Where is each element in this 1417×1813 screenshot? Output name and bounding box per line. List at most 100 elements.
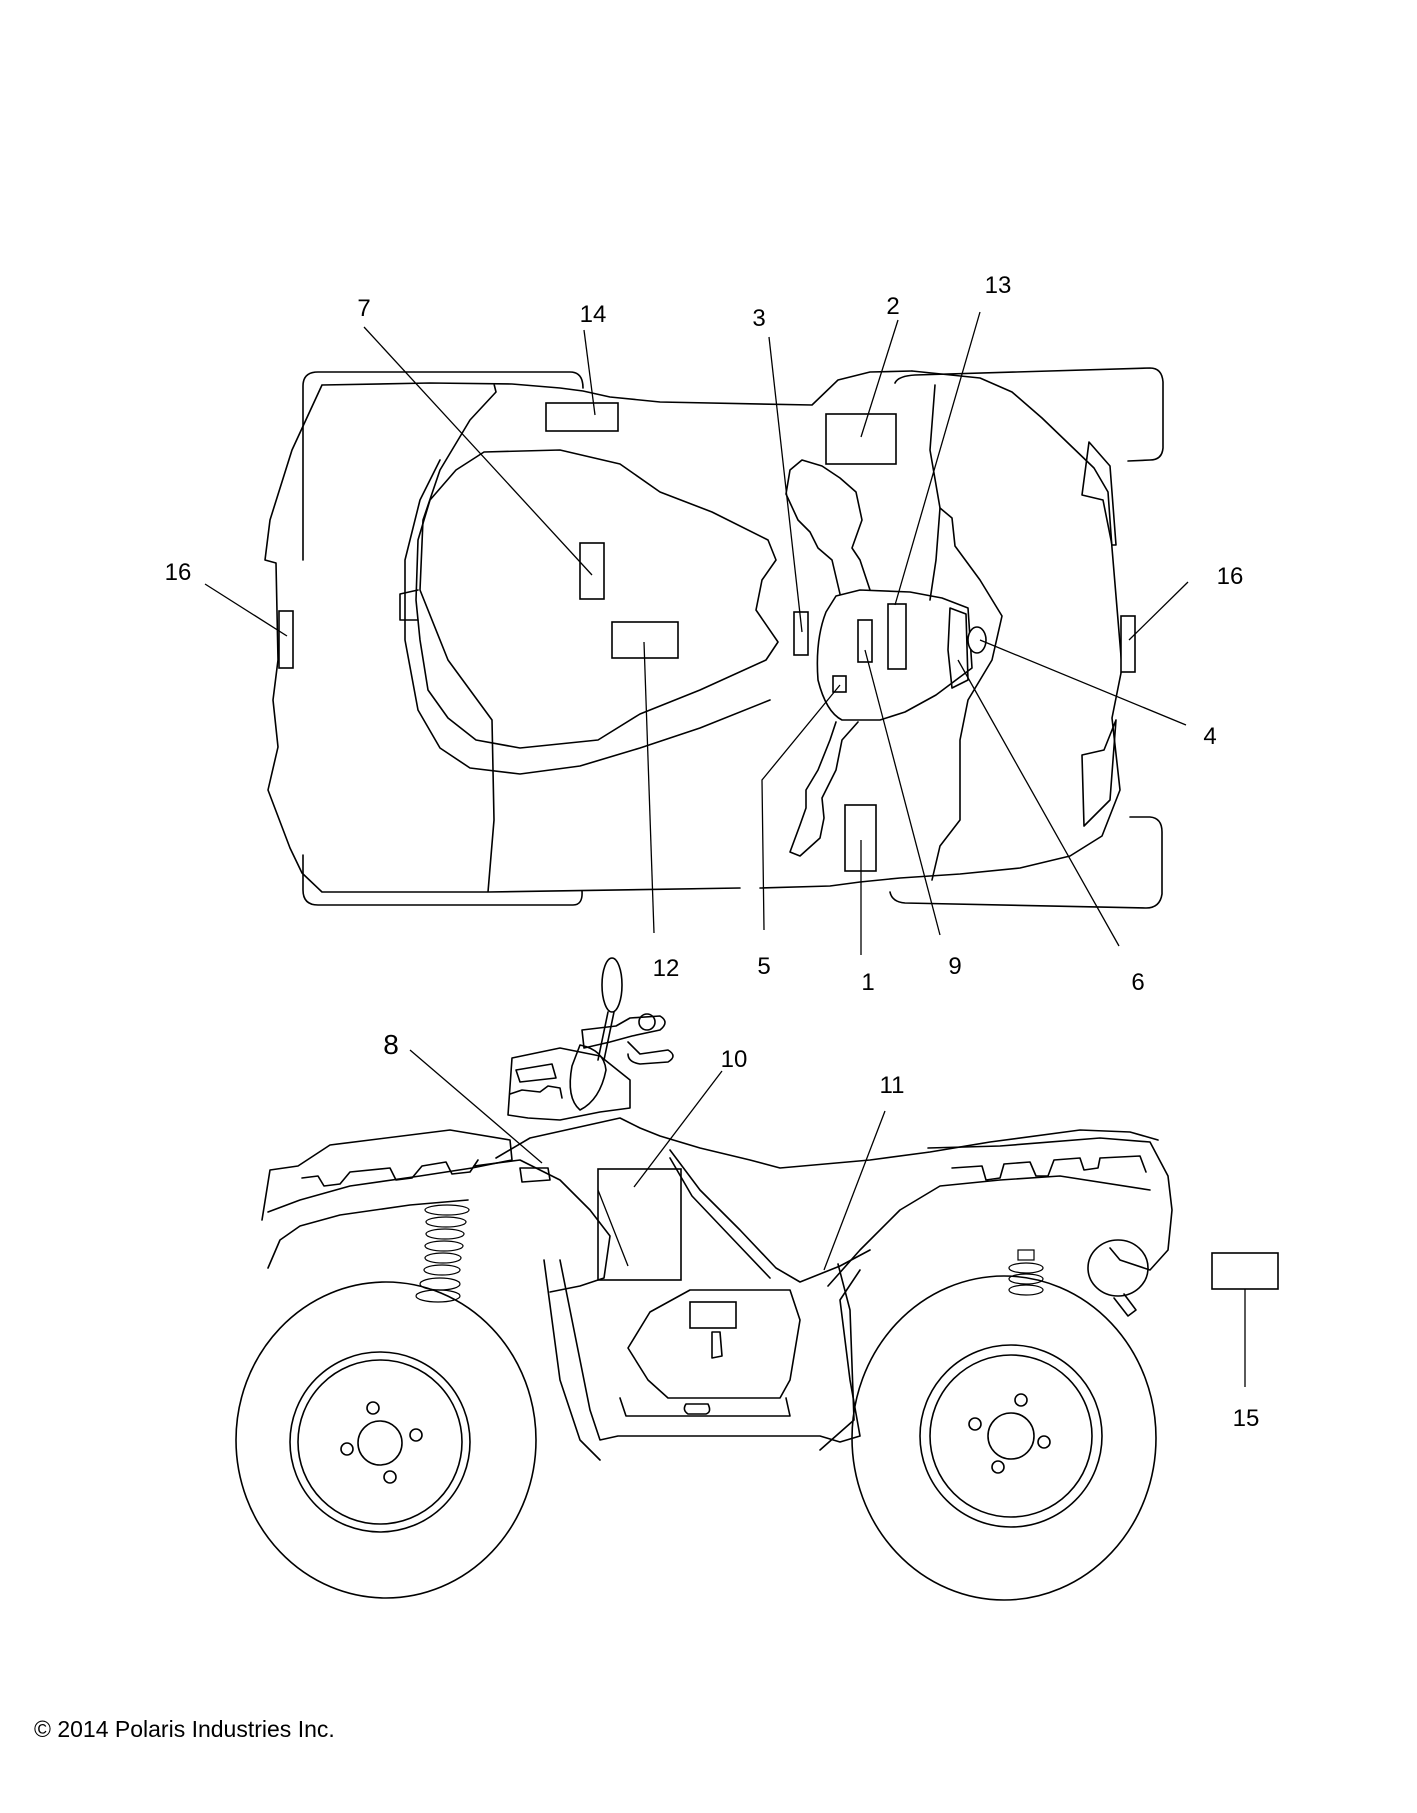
rear-wheel	[851, 1275, 1157, 1601]
side-rail-left	[543, 1259, 601, 1461]
leader-6	[957, 659, 1120, 947]
steering-column-rear	[789, 721, 859, 857]
side-panel-front	[473, 1159, 611, 1293]
callout-13: 13	[985, 272, 1012, 299]
front-rack-outline	[894, 367, 1164, 462]
atv-top-view: 7 14 3 2 13 16 16 4 12 5 1 9 6	[165, 272, 1244, 996]
decal-14-location	[545, 402, 619, 432]
rear-rim-inner	[929, 1354, 1093, 1518]
leader-12	[643, 641, 655, 934]
frame-diagonal-2	[669, 1157, 771, 1279]
callout-9: 9	[948, 953, 961, 980]
decal-4-location	[967, 626, 987, 654]
front-lug-nut	[383, 1470, 397, 1484]
callout-4: 4	[1203, 723, 1216, 750]
headlight-fairing	[569, 1044, 607, 1111]
front-shock-spring	[415, 1204, 470, 1303]
callout-3: 3	[752, 305, 765, 332]
decal-2-location	[825, 413, 897, 465]
rear-shock-spring	[1008, 1249, 1044, 1296]
front-cowl	[507, 1047, 631, 1121]
front-lug-nut	[366, 1401, 380, 1415]
leader-9	[864, 649, 941, 936]
rear-fender-lower	[827, 1175, 1151, 1287]
decal-16-left-location	[278, 610, 294, 669]
leader-10-b	[597, 1189, 629, 1267]
handlebar-console	[816, 589, 973, 721]
handlebar	[581, 1015, 666, 1049]
callout-16-right: 16	[1217, 563, 1244, 590]
leader-2	[860, 319, 899, 438]
front-rack-outline-bottom	[889, 816, 1163, 909]
decal-5-location	[832, 675, 847, 693]
callout-2: 2	[886, 293, 899, 320]
muffler	[1087, 1239, 1149, 1297]
decal-16-right-location	[1120, 615, 1136, 673]
callout-10: 10	[721, 1046, 748, 1073]
fuel-cap	[519, 1167, 551, 1183]
muffler-tip	[1113, 1293, 1137, 1317]
handlebar-grip-end	[638, 1013, 656, 1031]
callout-8: 8	[383, 1029, 399, 1060]
front-fender-outline	[759, 370, 1123, 889]
leader-13	[894, 311, 981, 606]
front-rim-inner	[297, 1359, 463, 1525]
decal-10-location	[597, 1168, 682, 1281]
callout-5: 5	[757, 953, 770, 980]
footrest	[619, 1397, 791, 1417]
leader-3	[768, 336, 803, 633]
leader-16-right	[1128, 581, 1189, 641]
decal-12-location	[611, 621, 679, 659]
seat-outer-ring	[404, 459, 771, 775]
leader-8	[409, 1049, 543, 1164]
front-fender	[261, 1129, 513, 1221]
steering-column-front	[785, 459, 871, 595]
rear-lug-nut	[1014, 1393, 1028, 1407]
frame-diagonal	[669, 1149, 871, 1283]
side-rail-right	[819, 1263, 855, 1451]
callout-14: 14	[580, 301, 607, 328]
leader-7	[363, 326, 593, 576]
shifter	[711, 1331, 723, 1359]
callout-15: 15	[1233, 1405, 1260, 1432]
front-rim-outer	[289, 1351, 471, 1533]
decal-7-location	[579, 542, 605, 600]
front-fender-panel-bottom	[1081, 719, 1117, 827]
frame-line-left	[929, 507, 941, 601]
mirror-stem-2	[603, 1011, 615, 1061]
footwell-inner	[627, 1289, 801, 1399]
mirror	[601, 957, 623, 1013]
callout-12: 12	[653, 955, 680, 982]
callout-6: 6	[1131, 969, 1144, 996]
front-wheel	[235, 1281, 537, 1599]
front-tire	[235, 1281, 537, 1599]
decal-3-location	[793, 611, 809, 656]
footwell-frame	[559, 1259, 861, 1443]
rear-fender-outline	[264, 370, 913, 893]
leader-10	[633, 1070, 723, 1188]
decal-9-location	[857, 619, 873, 663]
foot-peg	[683, 1403, 711, 1415]
rear-hub	[987, 1412, 1035, 1460]
seat-notch	[399, 589, 419, 621]
decal-15-part	[1211, 1252, 1279, 1290]
rear-rim-outer	[919, 1344, 1103, 1528]
leader-14	[583, 329, 596, 416]
front-hub	[357, 1420, 403, 1466]
rear-tire	[851, 1275, 1157, 1601]
rear-lug-nut	[991, 1460, 1005, 1474]
under-seat-decal	[689, 1301, 737, 1329]
front-cowl-detail	[509, 1085, 563, 1099]
tank-top-line	[495, 1117, 1159, 1169]
atv-side-view: 8 10 11 15	[235, 957, 1279, 1601]
callout-1: 1	[861, 969, 874, 996]
leader-16-left	[204, 583, 288, 637]
front-cowl-vent	[515, 1063, 557, 1083]
leader-5	[761, 684, 841, 931]
leader-11	[823, 1110, 886, 1271]
mirror-stem	[597, 1011, 609, 1061]
headlight-pod	[947, 607, 969, 689]
copyright-notice: © 2014 Polaris Industries Inc.	[34, 1716, 335, 1742]
front-fender-lower	[267, 1199, 469, 1269]
